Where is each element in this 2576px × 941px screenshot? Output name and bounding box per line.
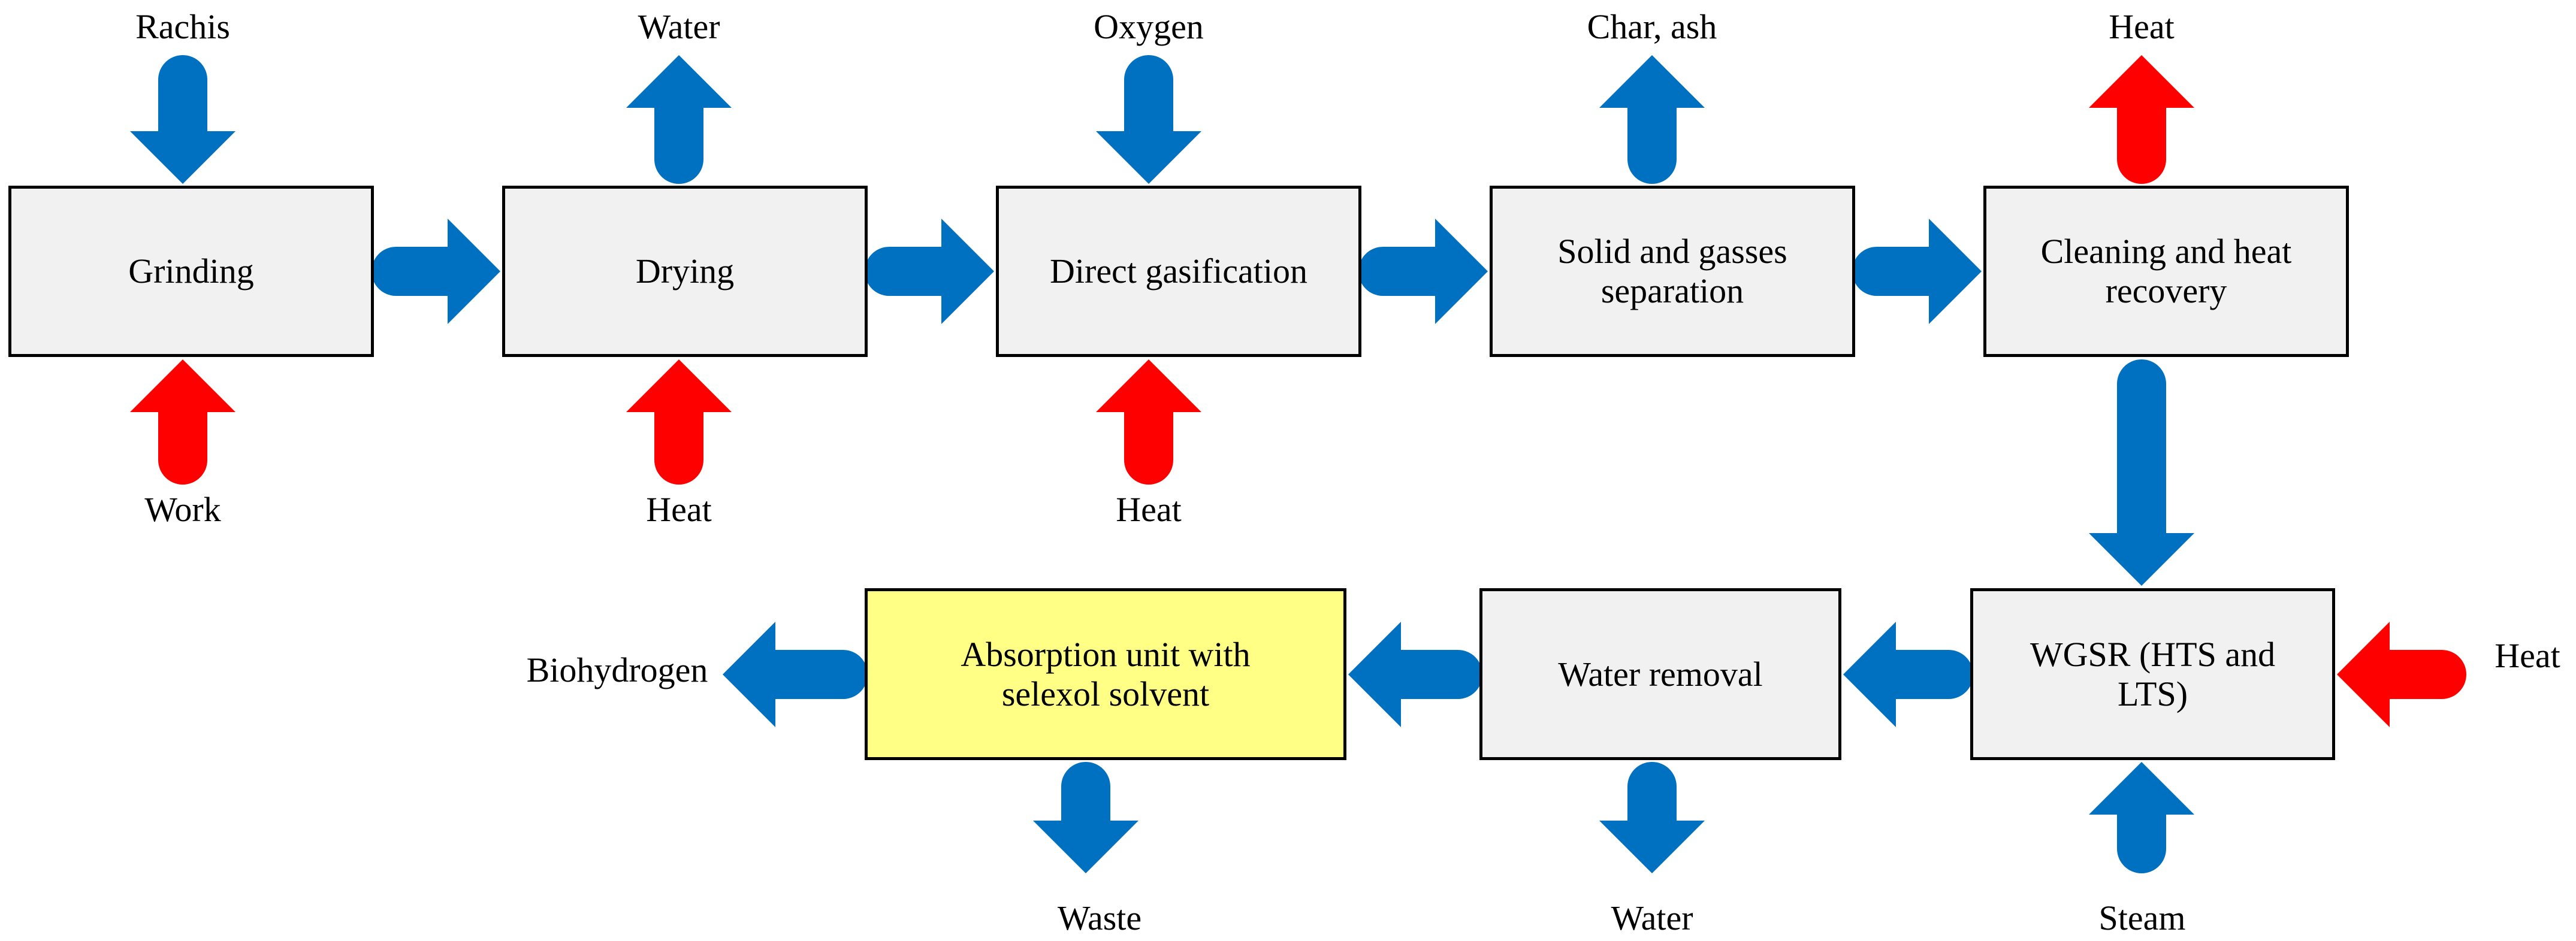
stream-label-water-bottom: Water [1611,898,1693,937]
box-label-direct-gasification: Direct gasification [1050,252,1307,291]
box-label-drying: Drying [635,252,735,291]
stream-label-heat-drying: Heat [646,490,712,529]
arrow-char-ash-out-of-separation [1599,55,1705,184]
arrow-rachis-into-grinding [130,55,235,184]
arrow-waste-out-of-absorption [1033,762,1138,873]
arrow-grinding-to-drying [372,219,500,324]
process-box-grinding: Grinding [8,186,374,357]
arrow-work-into-grinding [130,359,235,485]
process-box-solid-gas-separation: Solid and gasses separation [1490,186,1855,357]
box-label-cleaning-heat-recovery: Cleaning and heat recovery [2040,232,2292,310]
process-box-water-removal: Water removal [1479,588,1841,760]
stream-label-heat-wgsr: Heat [2495,636,2560,675]
arrow-drying-to-gasification [865,219,994,324]
arrow-heat-into-drying [626,359,732,485]
arrow-gasification-to-separation [1358,219,1488,324]
process-box-cleaning-heat-recovery: Cleaning and heat recovery [1983,186,2349,357]
stream-label-char-ash: Char, ash [1587,7,1717,46]
stream-label-heat-gasification: Heat [1116,490,1182,529]
process-box-wgsr: WGSR (HTS and LTS) [1970,588,2335,760]
stream-label-rachis: Rachis [135,7,230,46]
box-label-wgsr: WGSR (HTS and LTS) [2030,634,2276,713]
arrow-steam-into-wgsr [2089,762,2194,873]
process-box-direct-gasification: Direct gasification [996,186,1361,357]
stream-label-oxygen: Oxygen [1094,7,1204,46]
stream-label-steam: Steam [2098,898,2186,937]
stream-label-heat-top: Heat [2109,7,2175,46]
arrow-water-out-of-water-removal [1599,762,1705,873]
process-box-absorption-unit: Absorption unit with selexol solvent [865,588,1346,760]
arrow-cleaning-to-wgsr [2089,359,2194,586]
arrow-water-out-of-drying [626,55,732,184]
arrow-heat-into-gasification [1096,359,1201,485]
stream-label-biohydrogen: Biohydrogen [526,650,708,689]
stream-label-work: Work [144,490,221,529]
stream-label-waste: Waste [1057,898,1142,937]
box-label-water-removal: Water removal [1558,654,1763,694]
box-label-grinding: Grinding [128,252,254,291]
stream-label-water-top: Water [638,7,720,46]
arrow-heat-out-of-cleaning [2089,55,2194,184]
arrow-separation-to-cleaning [1852,219,1982,324]
arrow-heat-into-wgsr [2337,622,2466,727]
arrow-wgsr-to-water-removal [1843,622,1973,727]
arrow-oxygen-into-gasification [1096,55,1201,184]
process-box-drying: Drying [502,186,868,357]
arrow-water-removal-to-absorption [1348,622,1482,727]
arrow-absorption-to-biohydrogen [723,622,868,727]
box-label-solid-gas-separation: Solid and gasses separation [1557,232,1787,310]
box-label-absorption-unit: Absorption unit with selexol solvent [961,634,1251,713]
